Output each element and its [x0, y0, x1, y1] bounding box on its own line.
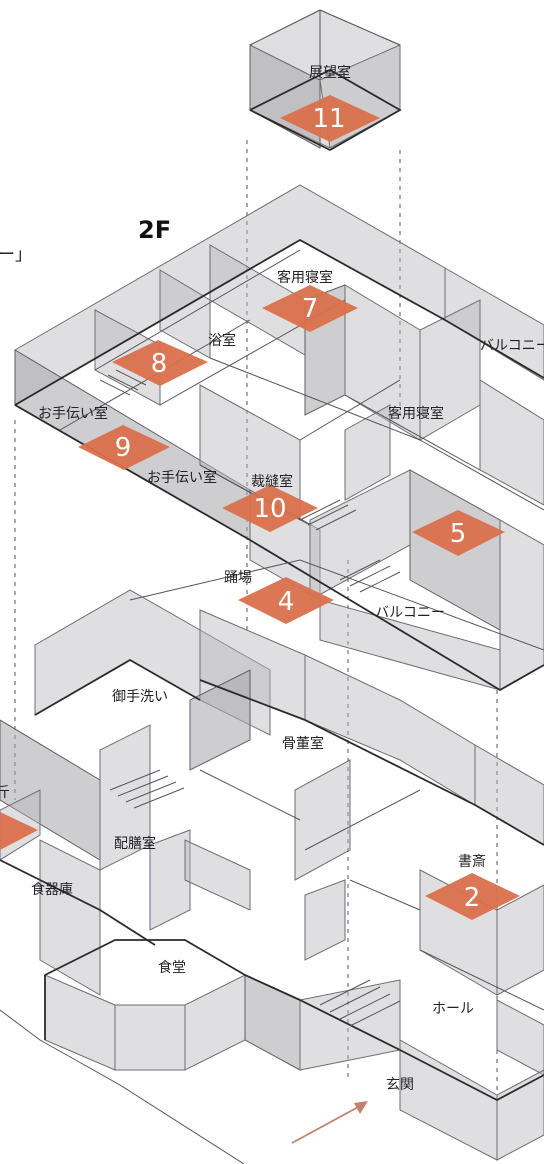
- room-label-shokudo: 食堂: [158, 959, 186, 976]
- cut-text: ー」: [0, 245, 32, 265]
- room-label-balcony-top: バルコニー: [480, 338, 544, 354]
- room-label-saihou: 裁縫室: [251, 473, 293, 490]
- marker-10: 10: [222, 485, 318, 532]
- stairs-upper: [299, 499, 401, 593]
- room-label-genkan: 玄関: [386, 1076, 414, 1093]
- room-label-tenbo: 展望室: [309, 64, 351, 81]
- room-label-odoriba: 踊場: [224, 570, 252, 586]
- room-label-haizen: 配膳室: [114, 835, 156, 852]
- marker-7: 7: [262, 285, 358, 332]
- room-label-kotto: 骨董室: [282, 735, 324, 752]
- room-label-balcony-mid: バルコニー: [375, 605, 445, 621]
- room-label-shosai: 書斎: [458, 853, 486, 870]
- marker-8: 8: [112, 340, 208, 386]
- floor-1-structure: [0, 559, 544, 1164]
- marker-10-number: 10: [253, 494, 286, 524]
- room-label-otearai1: お手伝い室: [38, 405, 108, 422]
- marker-8-number: 8: [151, 349, 168, 379]
- room-label-kyaku2: 客用寝室: [388, 405, 444, 422]
- marker-partial-left: [0, 812, 38, 850]
- stairs-left: [99, 369, 147, 396]
- marker-5-number: 5: [450, 519, 467, 549]
- marker-4-number: 4: [278, 587, 295, 617]
- room-label-kyaku1: 客用寝室: [277, 269, 333, 286]
- marker-2: 2: [425, 873, 520, 920]
- entrance-arrow: [291, 1101, 368, 1144]
- room-label-yokushitsu: 浴室: [208, 332, 236, 349]
- marker-5: 5: [412, 510, 505, 556]
- marker-7-number: 7: [302, 294, 319, 324]
- floor-label: 2F: [138, 216, 171, 244]
- room-label-hall: ホール: [432, 1001, 474, 1017]
- marker-9: 9: [78, 425, 170, 470]
- stairs-lower: [109, 769, 401, 1027]
- room-label-otearai2: お手伝い室: [147, 469, 217, 486]
- room-label-otearai-wc: 御手洗い: [112, 689, 168, 705]
- room-label-shokkiko: 食器庫: [31, 881, 73, 898]
- marker-11: 11: [280, 95, 380, 142]
- marker-4: 4: [238, 577, 334, 624]
- marker-11-number: 11: [312, 104, 345, 134]
- marker-9-number: 9: [115, 433, 132, 463]
- marker-2-number: 2: [464, 883, 481, 913]
- room-label-cut-left: 斤: [0, 785, 10, 801]
